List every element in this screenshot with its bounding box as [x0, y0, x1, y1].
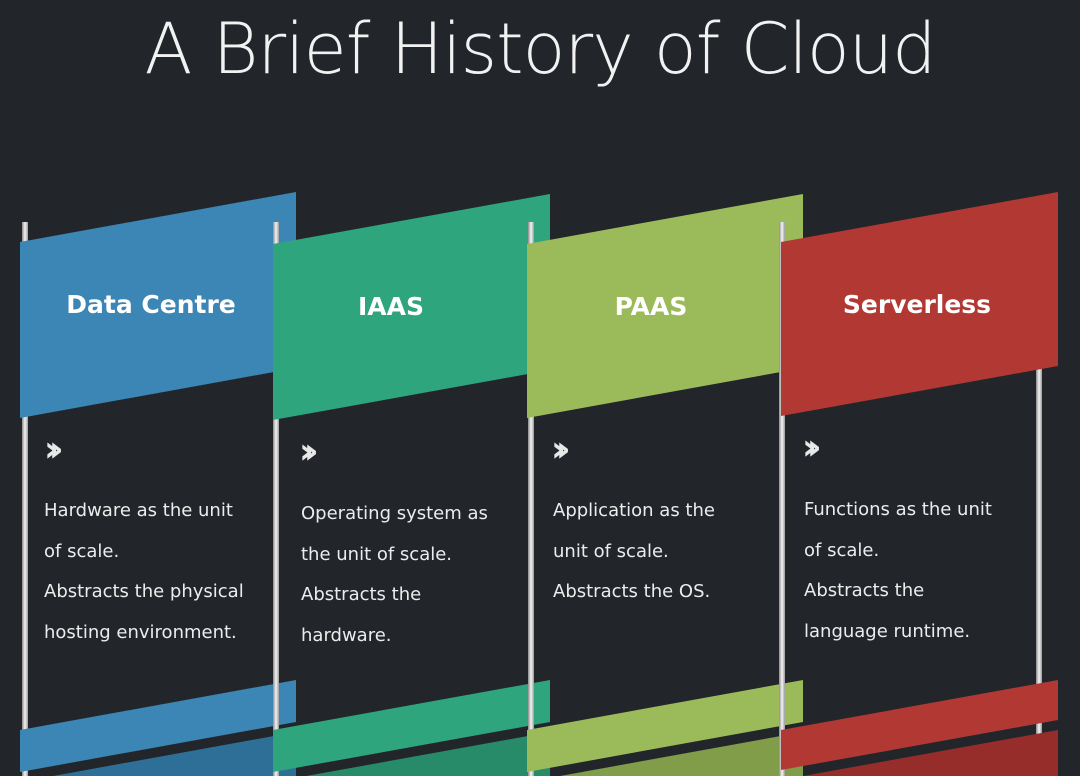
pole — [22, 222, 28, 776]
stage-label-paas: PAAS — [614, 292, 688, 321]
description-line: Hardware as the unit — [44, 500, 233, 521]
pole — [528, 222, 534, 776]
bottom-ribbon — [20, 680, 296, 772]
description-line: hardware. — [301, 624, 392, 646]
description-line: hosting environment. — [44, 621, 237, 643]
description-line: Abstracts the — [804, 580, 925, 601]
description-line: Abstracts the OS. — [553, 581, 711, 602]
bottom-ribbon — [53, 732, 296, 776]
double-chevron-icon: ›› — [299, 431, 318, 472]
bottom-ribbon — [803, 730, 1058, 776]
stage-description-iaas: Operating system as the unit of scale. A… — [301, 494, 516, 656]
banner-flag — [273, 194, 550, 420]
stage-description-data-centre: Hardware as the unit of scale. Abstracts… — [44, 491, 259, 653]
bottom-ribbon — [306, 732, 550, 776]
description-line: Operating system as — [301, 503, 488, 524]
stage-description-paas: Application as the unit of scale. Abstra… — [553, 491, 768, 613]
bottom-ribbon — [273, 680, 550, 772]
double-chevron-icon: ›› — [551, 429, 570, 470]
double-chevron-icon: ›› — [802, 427, 821, 468]
slide-title: A Brief History of Cloud — [144, 8, 936, 90]
stage-data-centre-graphic — [20, 192, 296, 776]
bottom-ribbon — [527, 680, 803, 772]
stage-label-serverless: Serverless — [842, 290, 992, 319]
banner-flag — [781, 192, 1058, 416]
stage-paas-graphic — [527, 194, 803, 776]
pole — [1036, 360, 1042, 776]
double-chevron-icon: ›› — [44, 429, 63, 470]
stage-label-data-centre: Data Centre — [66, 290, 236, 319]
banner-flag — [527, 194, 803, 418]
bottom-ribbon — [560, 732, 803, 776]
stage-description-serverless: Functions as the unit of scale. Abstract… — [804, 490, 1019, 652]
pole — [779, 222, 785, 776]
description-line: unit of scale. — [553, 540, 669, 562]
description-line: Abstracts the — [301, 584, 422, 605]
banner-flag — [20, 192, 296, 418]
stage-serverless-graphic — [779, 192, 1058, 776]
description-line: Application as the — [553, 500, 715, 521]
description-line: of scale. — [804, 539, 880, 561]
description-line: language runtime. — [804, 620, 971, 642]
description-line: Abstracts the physical — [44, 581, 244, 602]
pole — [273, 222, 279, 776]
bottom-ribbon — [781, 680, 1058, 770]
stage-label-iaas: IAAS — [357, 292, 424, 321]
description-line: Functions as the unit — [804, 499, 992, 520]
description-line: of scale. — [44, 540, 120, 562]
description-line: the unit of scale. — [301, 543, 453, 565]
stage-iaas-graphic — [273, 194, 550, 776]
